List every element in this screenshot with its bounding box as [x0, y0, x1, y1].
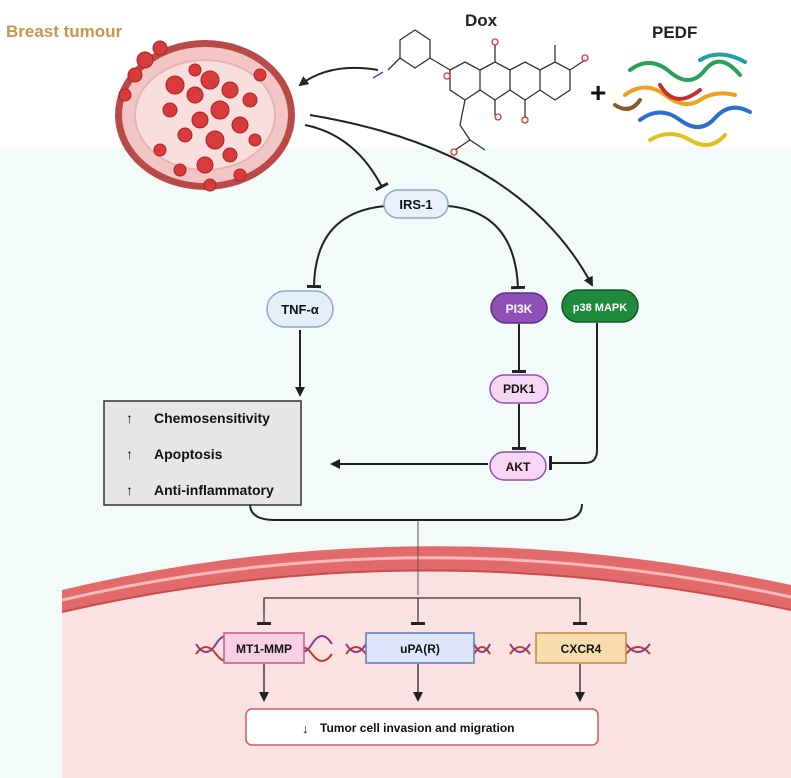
upar-box: uPA(R): [365, 632, 475, 664]
irs1-to-tnf-inhibit: [306, 205, 387, 289]
down-arrow-icon: ↓: [302, 721, 309, 736]
pedf-protein-icon: [613, 52, 752, 147]
pi3k-label: PI3K: [506, 302, 533, 316]
outcome-box: ↓ Tumor cell invasion and migration: [245, 708, 599, 746]
irs1-node: IRS-1: [383, 189, 449, 219]
cxcr4-box: CXCR4: [535, 632, 627, 664]
akt-node: AKT: [489, 451, 547, 481]
effect-anti-inflammatory: Anti-inflammatory: [154, 482, 274, 498]
mt1mmp-label: MT1-MMP: [236, 642, 292, 656]
tnf-label: TNF-α: [281, 302, 319, 317]
breast-tumour-icon: [115, 40, 295, 192]
breast-tumour-title: Breast tumour: [6, 22, 123, 41]
p38-label: p38 MAPK: [573, 302, 627, 314]
upar-label: uPA(R): [400, 642, 440, 656]
up-arrow-icon: ↑: [126, 482, 133, 498]
tumour-to-irs1-inhibit: [304, 124, 389, 192]
dox-molecule-icon: [372, 29, 589, 156]
up-arrow-icon: ↑: [126, 446, 133, 462]
tnf-node: TNF-α: [266, 290, 334, 328]
p38-node: p38 MAPK: [561, 289, 639, 323]
effects-box: ↑ Chemosensitivity ↑ Apoptosis ↑ Anti-in…: [103, 400, 302, 506]
outcome-label: Tumor cell invasion and migration: [320, 721, 514, 735]
dox-label: Dox: [465, 11, 498, 30]
pdk1-label: PDK1: [503, 382, 535, 396]
pedf-label: PEDF: [652, 23, 697, 42]
p38-to-akt-inhibit: [549, 323, 598, 470]
plus-sign: +: [590, 77, 606, 108]
tumour-to-p38-arrow: [309, 114, 593, 287]
pdk1-node: PDK1: [489, 374, 549, 404]
dox-to-tumour-arrow: [298, 66, 379, 87]
cxcr4-label: CXCR4: [561, 642, 602, 656]
effect-chemosensitivity: Chemosensitivity: [154, 410, 270, 426]
effect-apoptosis: Apoptosis: [154, 446, 223, 462]
akt-label: AKT: [506, 460, 531, 474]
mt1mmp-box: MT1-MMP: [223, 632, 305, 664]
up-arrow-icon: ↑: [126, 410, 133, 426]
irs1-label: IRS-1: [399, 197, 432, 212]
irs1-to-pi3k-inhibit: [447, 205, 526, 290]
pi3k-node: PI3K: [490, 292, 548, 324]
